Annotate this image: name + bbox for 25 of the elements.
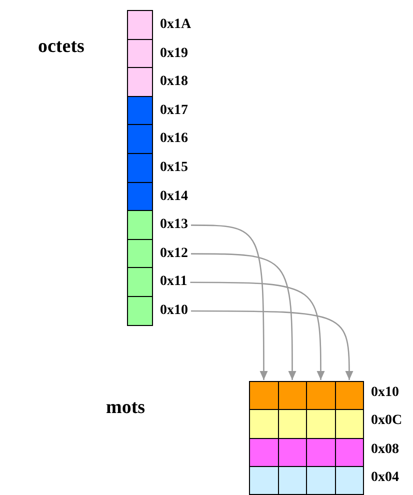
group-label: mots [106, 398, 146, 417]
address-label: 0x15 [160, 161, 188, 175]
address-label: 0x10 [160, 304, 188, 318]
arrow [191, 310, 354, 380]
group-label: octets [38, 37, 84, 56]
arrow [190, 282, 325, 380]
address-label: 0x18 [160, 75, 188, 90]
memory-cell [306, 381, 336, 410]
address-label: 0x13 [160, 218, 188, 232]
address-label: 0x1A [160, 18, 192, 32]
address-label: 0x10 [371, 386, 399, 400]
memory-cell [278, 381, 307, 410]
memory-cell [334, 381, 364, 410]
address-label: 0x16 [160, 132, 188, 146]
address-label: 0x17 [160, 104, 188, 118]
address-label: 0x0C [371, 414, 402, 428]
arrow [191, 224, 268, 380]
memory-cell [249, 381, 278, 410]
address-label: 0x08 [371, 443, 399, 457]
address-label: 0x12 [160, 246, 188, 261]
address-label: 0x14 [160, 190, 188, 204]
address-label: 0x19 [160, 46, 188, 61]
arrow [191, 253, 296, 380]
address-label: 0x04 [371, 471, 399, 485]
address-label: 0x11 [160, 275, 188, 290]
